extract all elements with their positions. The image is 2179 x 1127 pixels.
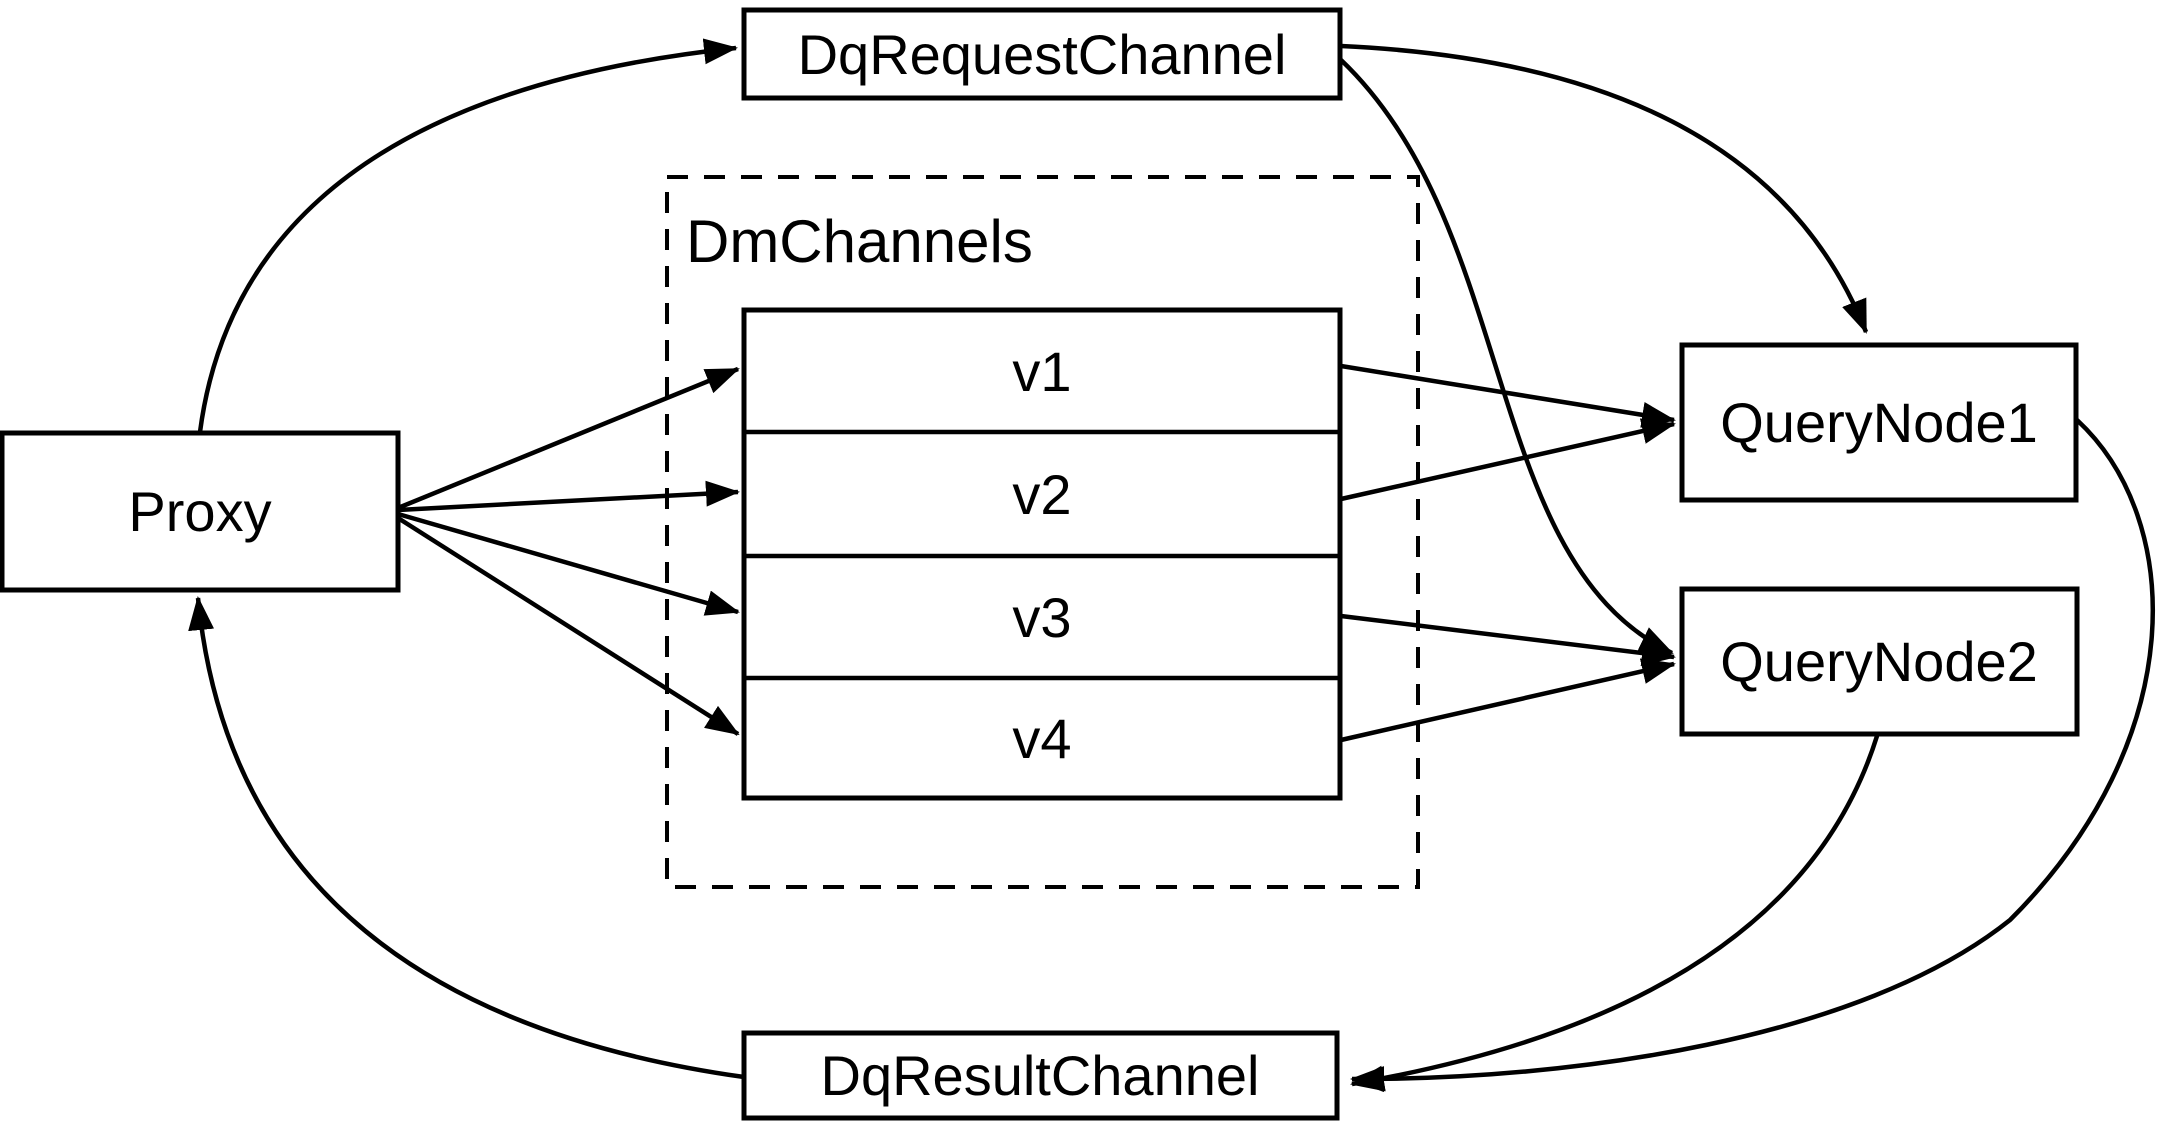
query-node2-node [1679, 586, 2080, 737]
dm-channels-group-label: DmChannels [686, 208, 1033, 275]
dq-request-channel-node [741, 7, 1343, 101]
edge-proxy-to-v4 [396, 516, 740, 736]
dq-request-channel-label: DqRequestChannel [798, 23, 1287, 86]
proxy-node [0, 430, 401, 593]
dq-result-channel-label: DqResultChannel [821, 1044, 1260, 1107]
edge-proxy-to-v3 [397, 511, 740, 616]
proxy-label: Proxy [128, 480, 271, 543]
dm-channels-group-box [665, 175, 1420, 889]
edge-proxy-to-v1 [397, 366, 740, 511]
edge-proxy-to-v2 [397, 480, 740, 513]
edge-querynode2-to-dqresultchannel [1350, 735, 1880, 1092]
edge-v4-to-querynode2 [1340, 658, 1676, 743]
edge-dqrequestchannel-to-querynode2 [1339, 58, 1674, 656]
query-node2-label: QueryNode2 [1720, 630, 2038, 693]
edge-proxy-to-dqrequestchannel [197, 38, 738, 433]
query-node1-label: QueryNode1 [1720, 391, 2038, 454]
edge-querynode1-to-dqresultchannel [1350, 418, 2156, 1093]
edge-v3-to-querynode2 [1340, 613, 1676, 666]
channel-v2-label: v2 [1012, 463, 1071, 526]
edge-dqresultchannel-to-proxy [188, 596, 745, 1080]
channel-v3-label: v3 [1012, 586, 1071, 649]
dq-result-channel-node [741, 1030, 1340, 1121]
channel-v4-label: v4 [1012, 707, 1071, 770]
edge-dqrequestchannel-to-querynode1 [1340, 43, 1869, 334]
channel-v1-label: v1 [1012, 340, 1071, 403]
edge-v1-to-querynode1 [1340, 363, 1676, 428]
edge-v2-to-querynode1 [1340, 418, 1676, 502]
query-node1-node [1679, 342, 2079, 503]
